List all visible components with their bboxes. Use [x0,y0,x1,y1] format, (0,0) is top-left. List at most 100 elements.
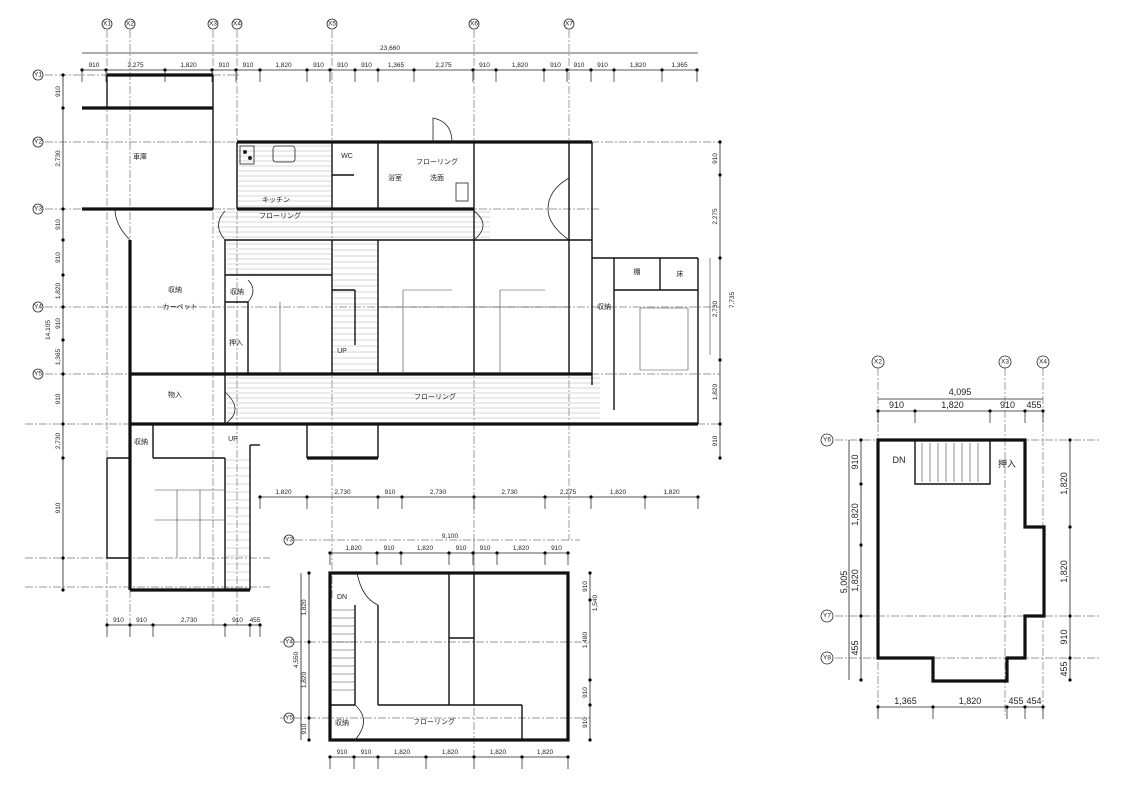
stove-icon [239,145,255,165]
room-corridor: フローリング [259,211,301,220]
dim-label: 910 [582,687,589,698]
washbasin-icon [455,182,469,202]
dim-label: 910 [479,62,490,69]
room-storage-second: 収納 [335,718,349,727]
dim-label: 1,365 [388,62,405,69]
dim-label: 910 [337,749,348,756]
grid-markers-x: X1 X2 X3 X4 X5 X6 X7 [101,18,575,30]
room-storage-lower: 収納 [134,437,148,446]
dim-label: 910 [712,435,719,446]
dim-tick [1068,525,1072,529]
dim-label: 1,820 [442,749,459,756]
dim-label: 910 [1000,400,1015,410]
main-floor-plan: X1 X2 X3 X4 X5 X6 X7 Y1 Y2 Y3 Y4 Y5 23,6… [25,18,736,637]
room-storeroom: 物入 [168,390,182,399]
dim-tick [718,140,722,144]
dim-label: 910 [551,545,562,552]
dim-tick [307,738,311,742]
dim-label: 455 [850,640,860,655]
dim-label: 910 [850,454,860,469]
room-storage-carpet: 収納 [168,285,182,294]
room-washroom: 洗面 [430,173,444,182]
room-garage: 車庫 [133,152,147,161]
stair [921,443,979,482]
grid-label-y4: Y4 [34,304,42,311]
dim-label: 2,730 [501,489,518,496]
dim-label: 1,820 [630,62,647,69]
room-flooring-upper: フローリング [416,157,458,166]
grid-label-x4: X4 [233,21,241,28]
dim-label: 910 [456,545,467,552]
dim-tick [588,571,592,575]
third-overall-depth: 5,005 [839,571,849,594]
dim-label: 1,820 [850,569,860,592]
grid-label-y2: Y2 [34,139,42,146]
overall-width-dim: 23,660 [380,45,400,52]
grid-label-x6: X6 [470,21,478,28]
stair-up-label: UP [337,348,347,355]
dim-label: 910 [1059,629,1069,644]
grid-label-y4-second: Y4 [285,639,293,646]
room-labels: 車庫 キッチン WC 浴室 フローリング 洗面 フローリング 収納 カーペット … [133,152,684,446]
dim-tick [859,438,863,442]
dim-tick [61,73,65,77]
dim-tick [61,456,65,460]
dim-tick [61,372,65,376]
stair-up-lower-label: UP [228,436,238,443]
dim-label: 1,480 [582,631,589,648]
dim-label: 1,820 [941,400,964,410]
grid-label-y7: Y7 [823,613,831,620]
dim-label: 910 [582,717,589,728]
room-hall-flooring: フローリング [414,392,456,401]
floor-hatching [216,145,600,589]
dim-label: 1,820 [345,545,362,552]
grid-label-x2-third: X2 [874,359,882,366]
dim-label: 1,820 [55,282,62,299]
dim-label: 2,730 [55,150,62,167]
dim-tick [1068,678,1072,682]
dim-label: 2,730 [334,489,351,496]
second-right-small-dim: 1,540 [592,594,599,611]
grid-label-x1: X1 [103,21,111,28]
dim-tick [718,422,722,426]
dim-tick [61,273,65,277]
dim-tick [859,482,863,486]
dim-tick [61,106,65,110]
grid-label-x2: X2 [126,21,134,28]
room-shelf: 棚 [634,267,641,276]
third-overall-width: 4,095 [949,387,972,397]
dim-label: 1,820 [512,62,529,69]
dim-tick [718,256,722,260]
grid-label-y1: Y1 [34,72,42,79]
dim-label: 910 [574,62,585,69]
second-overall-depth: 4,550 [293,651,300,668]
dim-label: 910 [480,545,491,552]
grid-label-y5-second: Y5 [285,715,293,722]
dim-label: 1,365 [671,62,688,69]
dim-label: 910 [55,502,62,513]
grid-markers-y: Y1 Y2 Y3 Y4 Y5 [32,69,44,380]
dim-label: 1,820 [663,489,680,496]
dim-label: 1,820 [275,62,292,69]
dim-tick [61,588,65,592]
dim-tick [859,614,863,618]
dim-tick [588,598,592,602]
dim-tick [61,207,65,211]
dim-label: 455 [1008,696,1023,706]
grid-label-y5: Y5 [34,371,42,378]
dim-label: 910 [550,62,561,69]
room-storage: 収納 [230,287,244,296]
stair [332,609,355,691]
dim-label: 910 [136,617,147,624]
dim-label: 455 [1059,661,1069,676]
grid-label-x3-third: X3 [1001,359,1009,366]
dim-label: 2,275 [712,208,719,225]
dim-tick [61,305,65,309]
dim-label: 910 [232,617,243,624]
dim-label: 910 [55,393,62,404]
dim-label: 910 [113,617,124,624]
dim-label: 1,820 [610,489,627,496]
dim-label: 2,275 [127,62,144,69]
